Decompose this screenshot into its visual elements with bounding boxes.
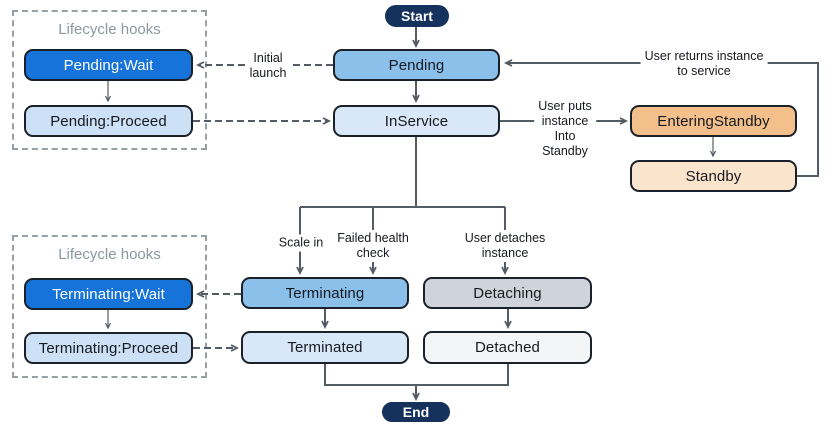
state-detaching: Detaching [423,277,592,309]
failed-health-label: Failed health check [333,230,413,262]
hook-terminating-wait: Terminating:Wait [24,278,193,310]
state-pending: Pending [333,49,500,81]
user-returns-label: User returns instance to service [640,48,768,80]
state-detached: Detached [423,331,592,364]
edge-merge-bar [324,364,509,386]
start-node: Start [385,5,449,27]
state-inservice: InService [333,105,500,137]
hook-terminating-proceed: Terminating:Proceed [24,332,193,364]
hook-pending-proceed: Pending:Proceed [24,105,193,137]
end-node: End [382,402,450,422]
hook-pending-wait: Pending:Wait [24,49,193,81]
user-puts-standby-label: User puts instance Into Standby [534,98,596,160]
initial-launch-label: Initial launch [245,50,291,82]
user-detaches-label: User detaches instance [460,230,550,262]
lifecycle-hooks-title: Lifecycle hooks [58,21,161,38]
state-standby: Standby [630,160,797,192]
lifecycle-hooks-title: Lifecycle hooks [58,246,161,263]
state-enteringstandby: EnteringStandby [630,105,797,137]
state-terminating: Terminating [241,277,409,309]
state-terminated: Terminated [241,331,409,364]
scale-in-label: Scale in [274,234,328,252]
